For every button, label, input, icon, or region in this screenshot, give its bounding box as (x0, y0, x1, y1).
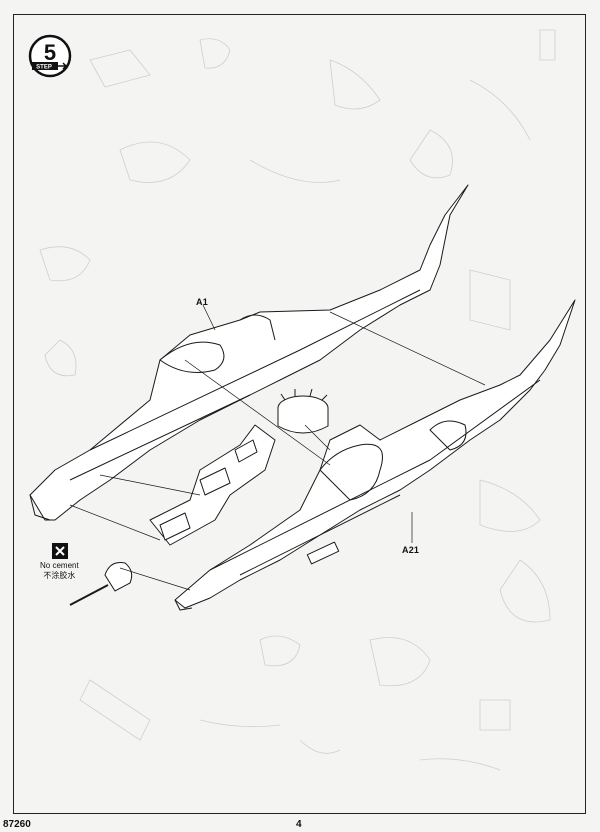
no-cement-note: No cement 不涂胶水 (40, 561, 79, 581)
step-label: STEP (36, 65, 52, 71)
ghost-parts (39, 29, 556, 771)
no-cement-zh: 不涂胶水 (43, 571, 76, 580)
step-badge: 5 STEP (28, 34, 72, 78)
fuselage-right-half (174, 299, 576, 611)
part-label-a1: A1 (196, 297, 208, 307)
page-border (13, 14, 586, 814)
model-code: 87260 (3, 819, 31, 830)
fuselage-left-half (29, 184, 469, 521)
no-cement-icon (52, 543, 68, 559)
part-label-a21: A21 (402, 545, 420, 555)
assembly-guide-lines (69, 304, 486, 591)
no-cement-en: No cement (40, 561, 79, 570)
step-number: 5 (44, 40, 56, 65)
page-number: 4 (296, 819, 302, 830)
rotor-hub-part (277, 388, 329, 434)
cockpit-tub (149, 424, 276, 546)
